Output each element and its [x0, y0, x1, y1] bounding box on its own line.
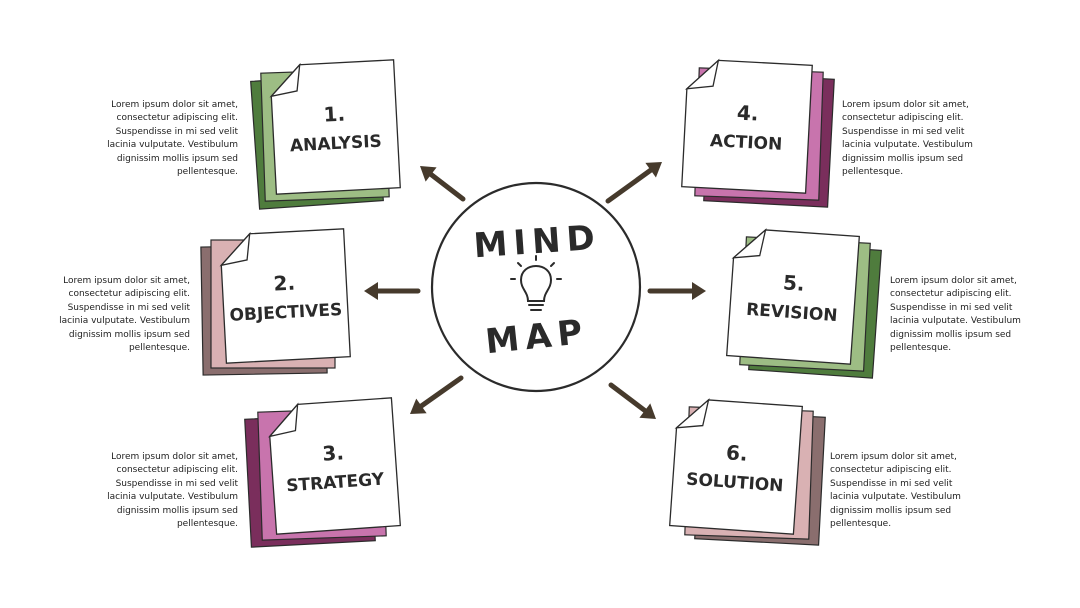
folded-corner [684, 58, 720, 90]
paper-front-sheet: 5.REVISION [725, 228, 861, 365]
node-card-2: 2.OBJECTIVES [200, 228, 351, 376]
folded-corner [267, 402, 299, 438]
arrow-icon [420, 166, 466, 202]
paper-front-sheet: 1. ANALYSIS [269, 59, 401, 195]
node-1-title: ANALYSIS [289, 132, 382, 157]
node-6-description: Lorem ipsum dolor sit amet, consectetur … [830, 452, 961, 530]
node-1-description: Lorem ipsum dolor sit amet, consectetur … [107, 100, 238, 178]
center-circle [430, 181, 642, 393]
paper-front-sheet: 2.OBJECTIVES [219, 228, 351, 364]
center-node: MIND MAP [430, 181, 642, 393]
node-5-description: Lorem ipsum dolor sit amet, consectetur … [890, 276, 1021, 354]
node-card-1: 1. ANALYSIS [250, 59, 401, 210]
folded-corner [219, 231, 251, 267]
arrow-icon [605, 162, 662, 204]
arrow-icon [410, 375, 464, 414]
node-3-number: 3. [322, 440, 345, 465]
node-4-title: ACTION [710, 131, 783, 155]
node-5-number: 5. [782, 270, 805, 295]
lightbulb-icon [510, 255, 562, 311]
folded-corner [674, 398, 710, 429]
arrow-icon [647, 282, 706, 300]
node-1-number: 1. [323, 101, 346, 126]
node-4-number: 4. [736, 100, 759, 125]
node-3-description: Lorem ipsum dolor sit amet, consectetur … [107, 452, 238, 530]
node-card-4: 4. ACTION [681, 58, 835, 208]
node-2-number: 2. [273, 270, 296, 295]
node-6-number: 6. [725, 440, 748, 465]
connector-arrows [364, 162, 706, 419]
folded-corner [731, 228, 767, 259]
node-4-description: Lorem ipsum dolor sit amet, consectetur … [842, 100, 973, 178]
center-title-top: MIND [472, 218, 602, 267]
paper-front-sheet: 4. ACTION [681, 58, 813, 194]
folded-corner [269, 62, 301, 98]
node-card-3: 3.STRATEGY [244, 397, 402, 548]
arrow-icon [364, 282, 421, 300]
arrow-icon [608, 382, 656, 419]
node-card-6: 6.SOLUTION [668, 398, 826, 546]
node-2-description: Lorem ipsum dolor sit amet, consectetur … [59, 276, 190, 354]
paper-front-sheet: 6.SOLUTION [668, 398, 804, 535]
node-card-5: 5.REVISION [725, 228, 882, 379]
paper-front-sheet: 3.STRATEGY [267, 397, 402, 535]
